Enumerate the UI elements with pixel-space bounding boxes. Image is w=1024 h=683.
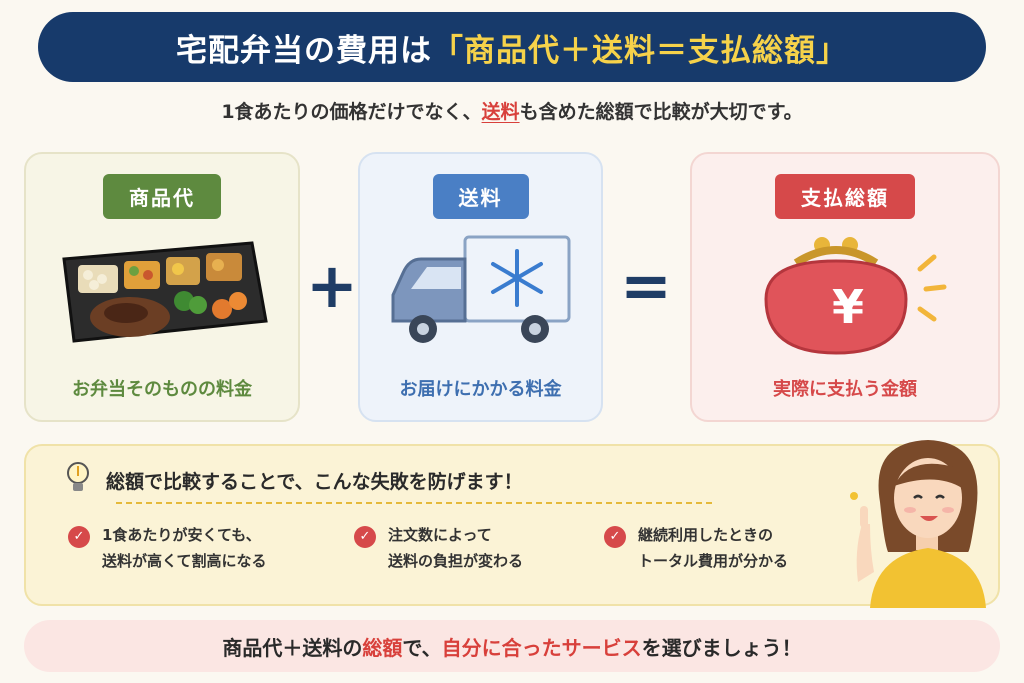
yen-symbol: ¥ bbox=[831, 280, 864, 334]
tips-heading: 総額で比較することで、こんな失敗を防げます！ bbox=[64, 460, 523, 501]
tips-divider bbox=[116, 502, 712, 504]
equals-icon: = bbox=[620, 249, 672, 322]
product-cost-card: 商品代 お弁当そのものの料金 bbox=[24, 152, 300, 422]
shipping-card: 送料 お届けにかかる料金 bbox=[358, 152, 603, 422]
tip-line: 継続利用したときの bbox=[638, 526, 774, 544]
tip-item: ✓ 1食あたりが安くても、 送料が高くて割高になる bbox=[68, 522, 267, 574]
page-title: 宅配弁当の費用は「商品代＋送料＝支払総額」 bbox=[38, 12, 986, 82]
footer-red1: 総額 bbox=[362, 635, 403, 660]
title-highlight: 「商品代＋送料＝支払総額」 bbox=[432, 32, 848, 69]
plus-icon: + bbox=[306, 249, 358, 322]
tip-line: 1食あたりが安くても、 bbox=[102, 526, 261, 544]
lightbulb-icon bbox=[64, 460, 92, 501]
footer-red2: 自分に合ったサービス bbox=[441, 635, 642, 660]
yen-purse-icon bbox=[730, 229, 960, 357]
shipping-caption: お届けにかかる料金 bbox=[399, 379, 562, 400]
check-icon: ✓ bbox=[354, 526, 376, 548]
tip-line: 送料の負担が変わる bbox=[388, 552, 524, 570]
subtitle-part2: も含めた総額で比較が大切です。 bbox=[519, 101, 803, 123]
subtitle: 1食あたりの価格だけでなく、送料も含めた総額で比較が大切です。 bbox=[0, 97, 1024, 124]
footer-part3: を選びましょう！ bbox=[641, 635, 802, 660]
product-cost-caption: お弁当そのものの料金 bbox=[72, 379, 252, 400]
check-icon: ✓ bbox=[604, 526, 626, 548]
tips-box: 総額で比較することで、こんな失敗を防げます！ ✓ 1食あたりが安くても、 送料が… bbox=[24, 444, 1000, 606]
tip-item: ✓ 注文数によって 送料の負担が変わる bbox=[354, 522, 523, 574]
total-payment-card: 支払総額 実際に支払う金額 bbox=[690, 152, 1000, 422]
tip-line: 注文数によって bbox=[388, 526, 492, 544]
tip-line: 送料が高くて割高になる bbox=[102, 552, 267, 570]
bento-box-icon bbox=[52, 229, 272, 357]
frozen-truck-icon bbox=[381, 229, 581, 357]
subtitle-part1: 1食あたりの価格だけでなく、 bbox=[221, 101, 482, 123]
footer-part1: 商品代＋送料の bbox=[222, 635, 363, 660]
woman-pointing-illustration bbox=[840, 432, 1000, 612]
total-payment-label: 支払総額 bbox=[775, 174, 915, 219]
footer-part2: で、 bbox=[402, 635, 442, 660]
tip-item: ✓ 継続利用したときの トータル費用が分かる bbox=[604, 522, 788, 574]
title-lead: 宅配弁当の費用は bbox=[176, 32, 432, 69]
product-cost-label: 商品代 bbox=[103, 174, 221, 219]
total-payment-caption: 実際に支払う金額 bbox=[773, 379, 917, 400]
check-icon: ✓ bbox=[68, 526, 90, 548]
tips-heading-text: 総額で比較することで、こんな失敗を防げます！ bbox=[106, 471, 523, 493]
subtitle-red: 送料 bbox=[481, 101, 520, 123]
tip-line: トータル費用が分かる bbox=[638, 552, 789, 570]
footer-message: 商品代＋送料の総額で、自分に合ったサービスを選びましょう！ bbox=[24, 620, 1000, 672]
shipping-label: 送料 bbox=[432, 174, 529, 219]
